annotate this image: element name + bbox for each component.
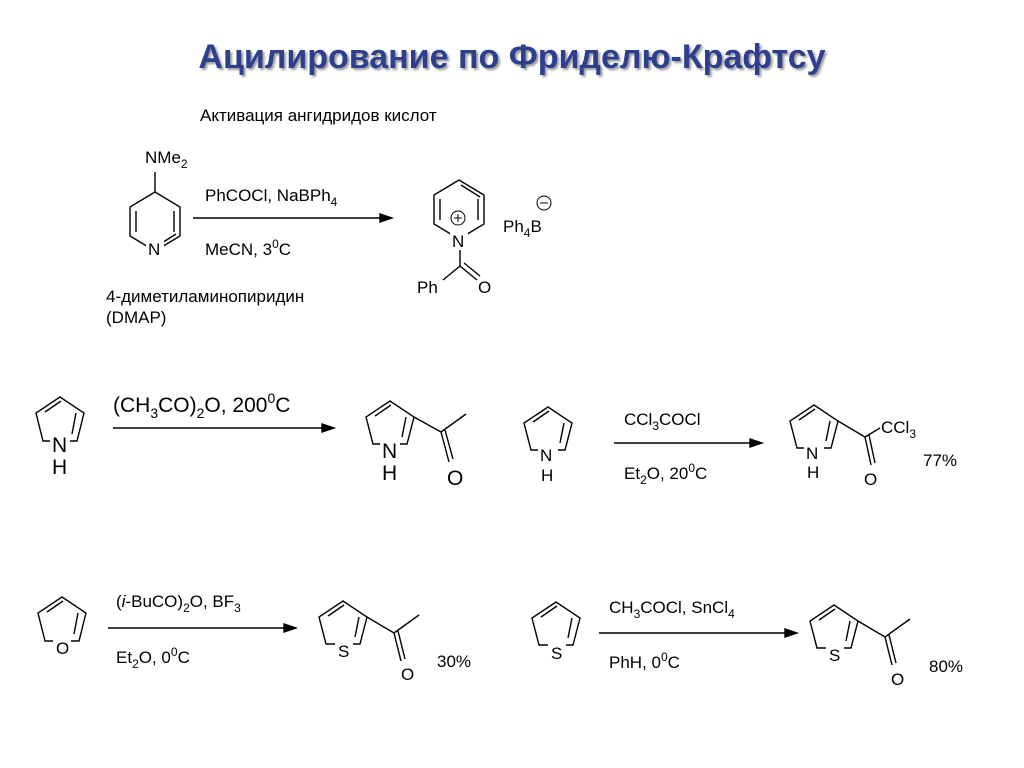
minus-charge	[536, 195, 552, 211]
acetylpyrrole: N H O	[365, 400, 467, 490]
product-o: O	[478, 278, 491, 297]
svg-text:H: H	[382, 462, 397, 485]
svg-text:H: H	[807, 463, 819, 482]
conditions-4-top: (i-BuCO)2O, BF3	[116, 592, 241, 615]
arrow-2	[113, 423, 337, 433]
conditions-5-bottom: PhH, 00C	[609, 650, 680, 672]
pyrrole-2: N H	[523, 406, 573, 485]
yield-5: 80%	[929, 657, 963, 676]
svg-text:S: S	[551, 644, 562, 663]
svg-text:N: N	[52, 434, 67, 457]
trichloroacetylpyrrole: N H O CCl3	[789, 404, 916, 489]
conditions-1-bottom: MeCN, 30C	[205, 237, 291, 259]
plus-charge	[450, 210, 466, 226]
yield-4: 30%	[437, 652, 471, 671]
product-ph: Ph	[417, 278, 438, 297]
yield-3: 77%	[923, 451, 957, 470]
thiophene: S	[531, 601, 581, 663]
conditions-3-bottom: Et2O, 200C	[624, 461, 707, 487]
svg-text:S: S	[829, 646, 840, 665]
conditions-4-bottom: Et2O, 00C	[116, 645, 190, 671]
section-heading: Активация ангидридов кислот	[200, 106, 437, 125]
svg-text:N: N	[806, 444, 818, 463]
acylpyridinium-structure: N Ph O	[417, 179, 491, 297]
svg-text:O: O	[864, 470, 877, 489]
arrow-3	[614, 438, 765, 448]
conditions-1-top: PhCOCl, NaBPh4	[205, 186, 338, 209]
dmap-structure: N NMe2	[129, 148, 188, 259]
svg-text:H: H	[541, 466, 553, 485]
svg-text:O: O	[447, 467, 463, 490]
acetylthiophene-1: S O	[318, 600, 420, 684]
dmap-abbr: (DMAP)	[106, 308, 167, 327]
pyrrole-1: N H	[35, 396, 85, 479]
arrow-1	[193, 213, 395, 223]
dmap-name: 4-диметиламинопиридин	[106, 287, 305, 306]
svg-text:O: O	[891, 670, 904, 689]
pyridinium-n: N	[452, 232, 464, 251]
page-title: Ацилирование по Фриделю-Крафтсу	[198, 38, 826, 76]
svg-text:N: N	[540, 446, 552, 465]
svg-text:S: S	[338, 642, 349, 661]
svg-text:O: O	[401, 665, 414, 684]
arrow-4	[108, 623, 299, 633]
conditions-2: (CH3CO)2O, 2000C	[113, 390, 290, 421]
svg-text:O: O	[56, 639, 69, 658]
arrow-5	[599, 628, 800, 638]
counterion: Ph4B	[503, 217, 542, 240]
conditions-5-top: CH3COCl, SnCl4	[609, 598, 735, 621]
svg-text:N: N	[382, 440, 397, 463]
acetylthiophene-2: S O	[809, 604, 911, 689]
conditions-3-top: CCl3COCl	[624, 410, 701, 433]
ccl3-group: CCl3	[881, 418, 916, 441]
dmap-ring-n: N	[148, 240, 160, 259]
dmap-nme2: NMe2	[145, 148, 188, 171]
svg-text:H: H	[52, 456, 67, 479]
furan: O	[37, 596, 87, 658]
